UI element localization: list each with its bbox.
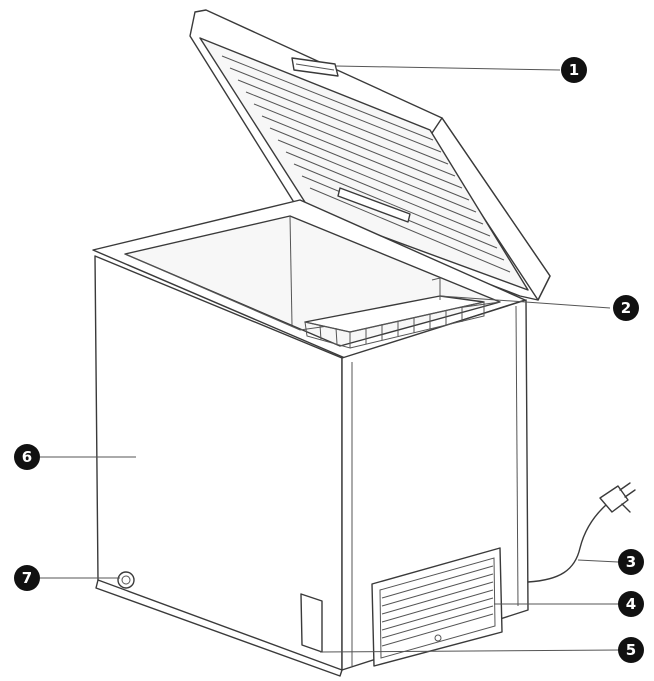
svg-text:4: 4 bbox=[626, 595, 636, 613]
svg-text:5: 5 bbox=[626, 641, 636, 659]
callout-4: 4 bbox=[618, 591, 644, 617]
svg-text:3: 3 bbox=[626, 553, 636, 571]
callout-5: 5 bbox=[618, 637, 644, 663]
callout-7: 7 bbox=[14, 565, 40, 591]
svg-text:1: 1 bbox=[569, 61, 579, 79]
storage-basket bbox=[304, 277, 485, 349]
drain-plug bbox=[117, 571, 135, 589]
power-cord bbox=[527, 482, 636, 583]
callout-6: 6 bbox=[14, 444, 40, 470]
lid bbox=[189, 9, 551, 301]
svg-text:6: 6 bbox=[22, 448, 32, 466]
callout-2: 2 bbox=[613, 295, 639, 321]
condenser-grille bbox=[371, 547, 503, 667]
svg-text:2: 2 bbox=[621, 299, 631, 317]
leader-lines bbox=[40, 65, 621, 653]
callout-1: 1 bbox=[561, 57, 587, 83]
svg-text:7: 7 bbox=[22, 569, 32, 587]
lid-handle bbox=[291, 57, 339, 77]
callout-3: 3 bbox=[618, 549, 644, 575]
rating-label bbox=[300, 593, 323, 653]
